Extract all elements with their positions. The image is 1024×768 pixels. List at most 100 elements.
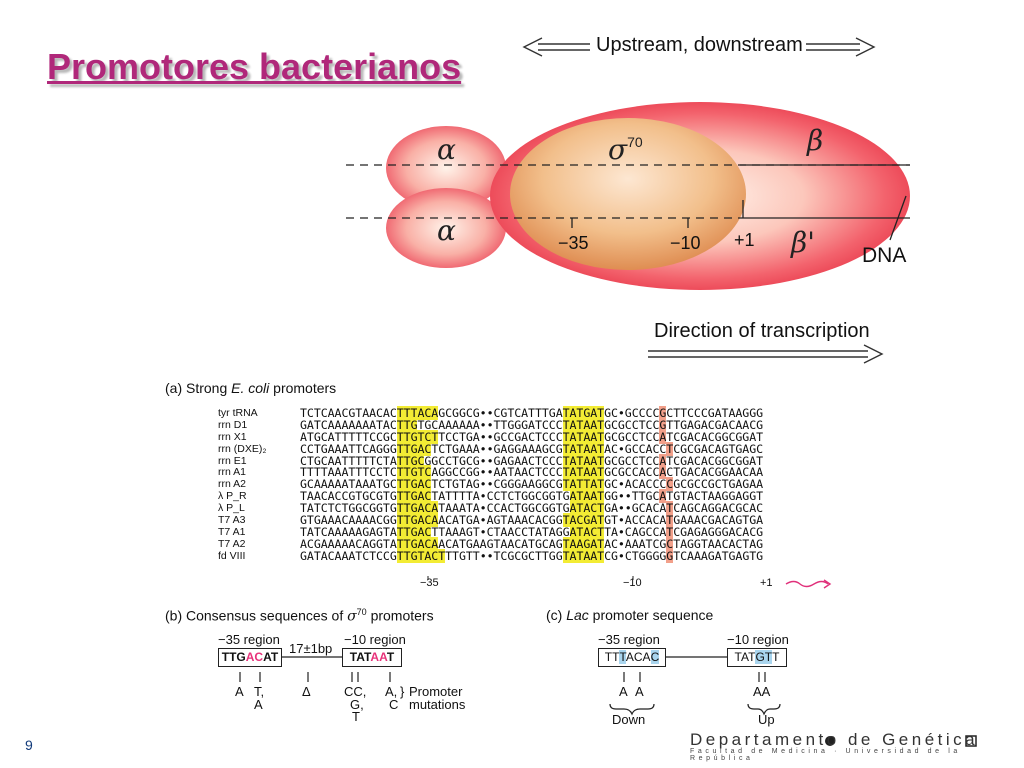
promoter-name: rrn E1 [218,454,247,467]
highlighted-segment: TAT [562,406,584,420]
mutation-t: T, [254,684,265,699]
lac-mutation-a1: A [619,684,628,699]
promoter-name: rrn A2 [218,478,247,491]
highlighted-segment: TTGACA [396,513,439,528]
transcription-direction-arrow [648,344,884,364]
sequence-segment: GA••GCACA [604,501,667,516]
sequence-segment: GCGGCG••CGTCATTTGA [438,406,563,420]
promoter-name: rrn D1 [218,418,248,431]
highlighted-segment: TTGTC [396,429,432,444]
mutations-label-2: mutations [409,697,466,712]
highlighted-segment: ATA [569,501,591,516]
highlighted-segment: TATAAT [562,453,605,468]
mutation-delta: Δ [302,684,311,699]
highlighted-segment: T [438,548,446,563]
sequence-segment: TATTTTA•CCTCTGGCGGTG [431,489,570,504]
sequence-segment: GATCAAAAAAATAC [300,417,397,432]
highlighted-segment: T [666,501,674,516]
sequence-segment: AGGCCGG••AATAACTCCC [431,465,563,480]
panel-a-markers [427,576,832,589]
sigma-label: σ70 [608,133,643,166]
highlighted-segment: A [659,429,667,444]
sequence-segment: GCGCCGCTGAGAA [673,477,764,492]
lac-mutation-a2: A [635,684,644,699]
promoter-name: T7 A1 [218,525,246,538]
box10-part1: TAT [349,650,371,664]
faculty-name: Facultad de Medicina · Universidad de la… [690,748,961,762]
highlighted-segment: GAT [583,406,605,420]
box10-part2: AA [370,650,387,664]
box35-part2: AC [245,650,264,664]
highlighted-segment: G [659,417,667,432]
panel-a-title-pre: (a) Strong [165,380,232,396]
sequence-segment: GGCCTGCG••GAGAACTCCC [424,453,563,468]
sequence-segment: CTGACACGGAACAA [666,465,764,480]
sequence-segment: TAGGTAACACTAG [673,536,764,551]
sequence-segment: CTGCAATTTTTCTA [300,453,397,468]
promoter-name: λ P_R [218,490,247,503]
sequence-segment: ACGAAAAACAGGTA [300,536,397,551]
sequence-segment: TATCAAAAAGAGTA [300,524,397,539]
highlighted-segment: ATAAT [569,489,605,504]
beta-prime-label: β' [791,226,815,259]
lac-down-label: Down [612,712,646,727]
highlighted-segment: T [431,429,439,444]
panel-a-title: (a) Strong E. coli promoters [165,380,336,396]
panel-b-title-post: promoters [366,607,434,624]
sequence-row: TATCAAAAAGAGTATTGACTTAAAGT•CTAACCTATAGGA… [300,524,763,539]
sequence-row: ATGCATTTTTCCGCTTGTCTTCCTGA••GCCGACTCCCTA… [300,429,763,444]
mutation-a2: A, [385,684,398,699]
sequence-row: ACGAAAAACAGGTATTGACAACATGAAGTAACATGCAGTA… [300,536,764,551]
highlighted-segment: TACGAT [562,513,605,528]
sequence-segment: GT•ACCACA [604,513,667,528]
logo-dot-icon [825,736,835,746]
minus35-label: −35 [558,233,589,253]
sequence-segment: AC•GCCACC [604,441,667,456]
promoter-name: fd VIII [218,549,246,562]
lac10-part2: GT [755,650,773,664]
highlighted-segment: TTGAC [396,489,432,504]
promoter-sequences: TCTCAACGTAACACTTTACAGCGGCG••CGTCATTTGATA… [300,406,764,563]
sequence-segment: GAAACGACAGTGA [673,513,764,528]
panel-c-box10: TATGTT [727,648,787,667]
sequence-segment: GCGCCTCC [604,417,660,432]
sequence-segment: TGTACTAAGGAGGT [666,489,764,504]
sequence-segment: ATGCATTTTTCCGC [300,429,397,444]
sequence-segment: ACATGAAGTAACATGCAG [438,536,563,551]
marker-minus35: −35 [420,577,439,589]
panel-b-title-pre: (b) Consensus sequences of [165,607,348,624]
logo-square-icon [965,735,977,747]
highlighted-segment: TTGACA [396,536,439,551]
sequence-segment: TCCTGA••GCCGACTCCC [438,429,563,444]
sequence-row: TTTTAAATTTCCTCTTGTCAGGCCGG••AATAACTCCCTA… [300,465,764,480]
highlighted-segment: A [659,465,667,480]
lac10-part3: T [772,650,780,664]
sequence-row: CTGCAATTTTTCTATTGCGGCCTGCG••GAGAACTCCCTA… [300,453,763,468]
highlighted-segment: TTGAC [396,477,432,492]
mutation-a: A [235,684,244,699]
sequence-segment: TTAAAGT•CTAACCTATAGG [431,524,570,539]
panel-c-title: (c) Lac promoter sequence [546,607,713,623]
promoter-name: rrn A1 [218,466,247,479]
panel-a-title-organism: E. coli [231,380,270,396]
sequence-row: GTGAAACAAAACGGTTGACAACATGA•AGTAAACACGGTA… [300,513,764,528]
highlighted-segment: TTGAC [396,441,432,456]
panel-b-box10: TATAAT [342,648,402,667]
minus10-label: −10 [670,233,701,253]
highlighted-segment: TTG [396,417,418,432]
sequence-row: TCTCAACGTAACACTTTACAGCGGCG••CGTCATTTGATA… [300,406,763,420]
promoter-name: T7 A3 [218,514,246,527]
sequence-segment: GC•GCCCC [604,406,660,420]
sequence-segment: CAGCAGGACGCAC [673,501,764,516]
highlighted-segment: A [659,453,667,468]
alpha-bottom-label: α [437,214,456,247]
department-name: Departamento de Genética [690,730,979,749]
page-number: 9 [25,737,33,753]
panel-a-title-post: promoters [269,380,337,396]
highlighted-segment: ATACT [569,524,605,539]
highlighted-segment: TAAGAT [562,536,605,551]
alpha-subunit-top [386,126,506,210]
highlighted-segment: CT [590,501,605,516]
sequence-segment: TA•CAGCCA [604,524,667,539]
